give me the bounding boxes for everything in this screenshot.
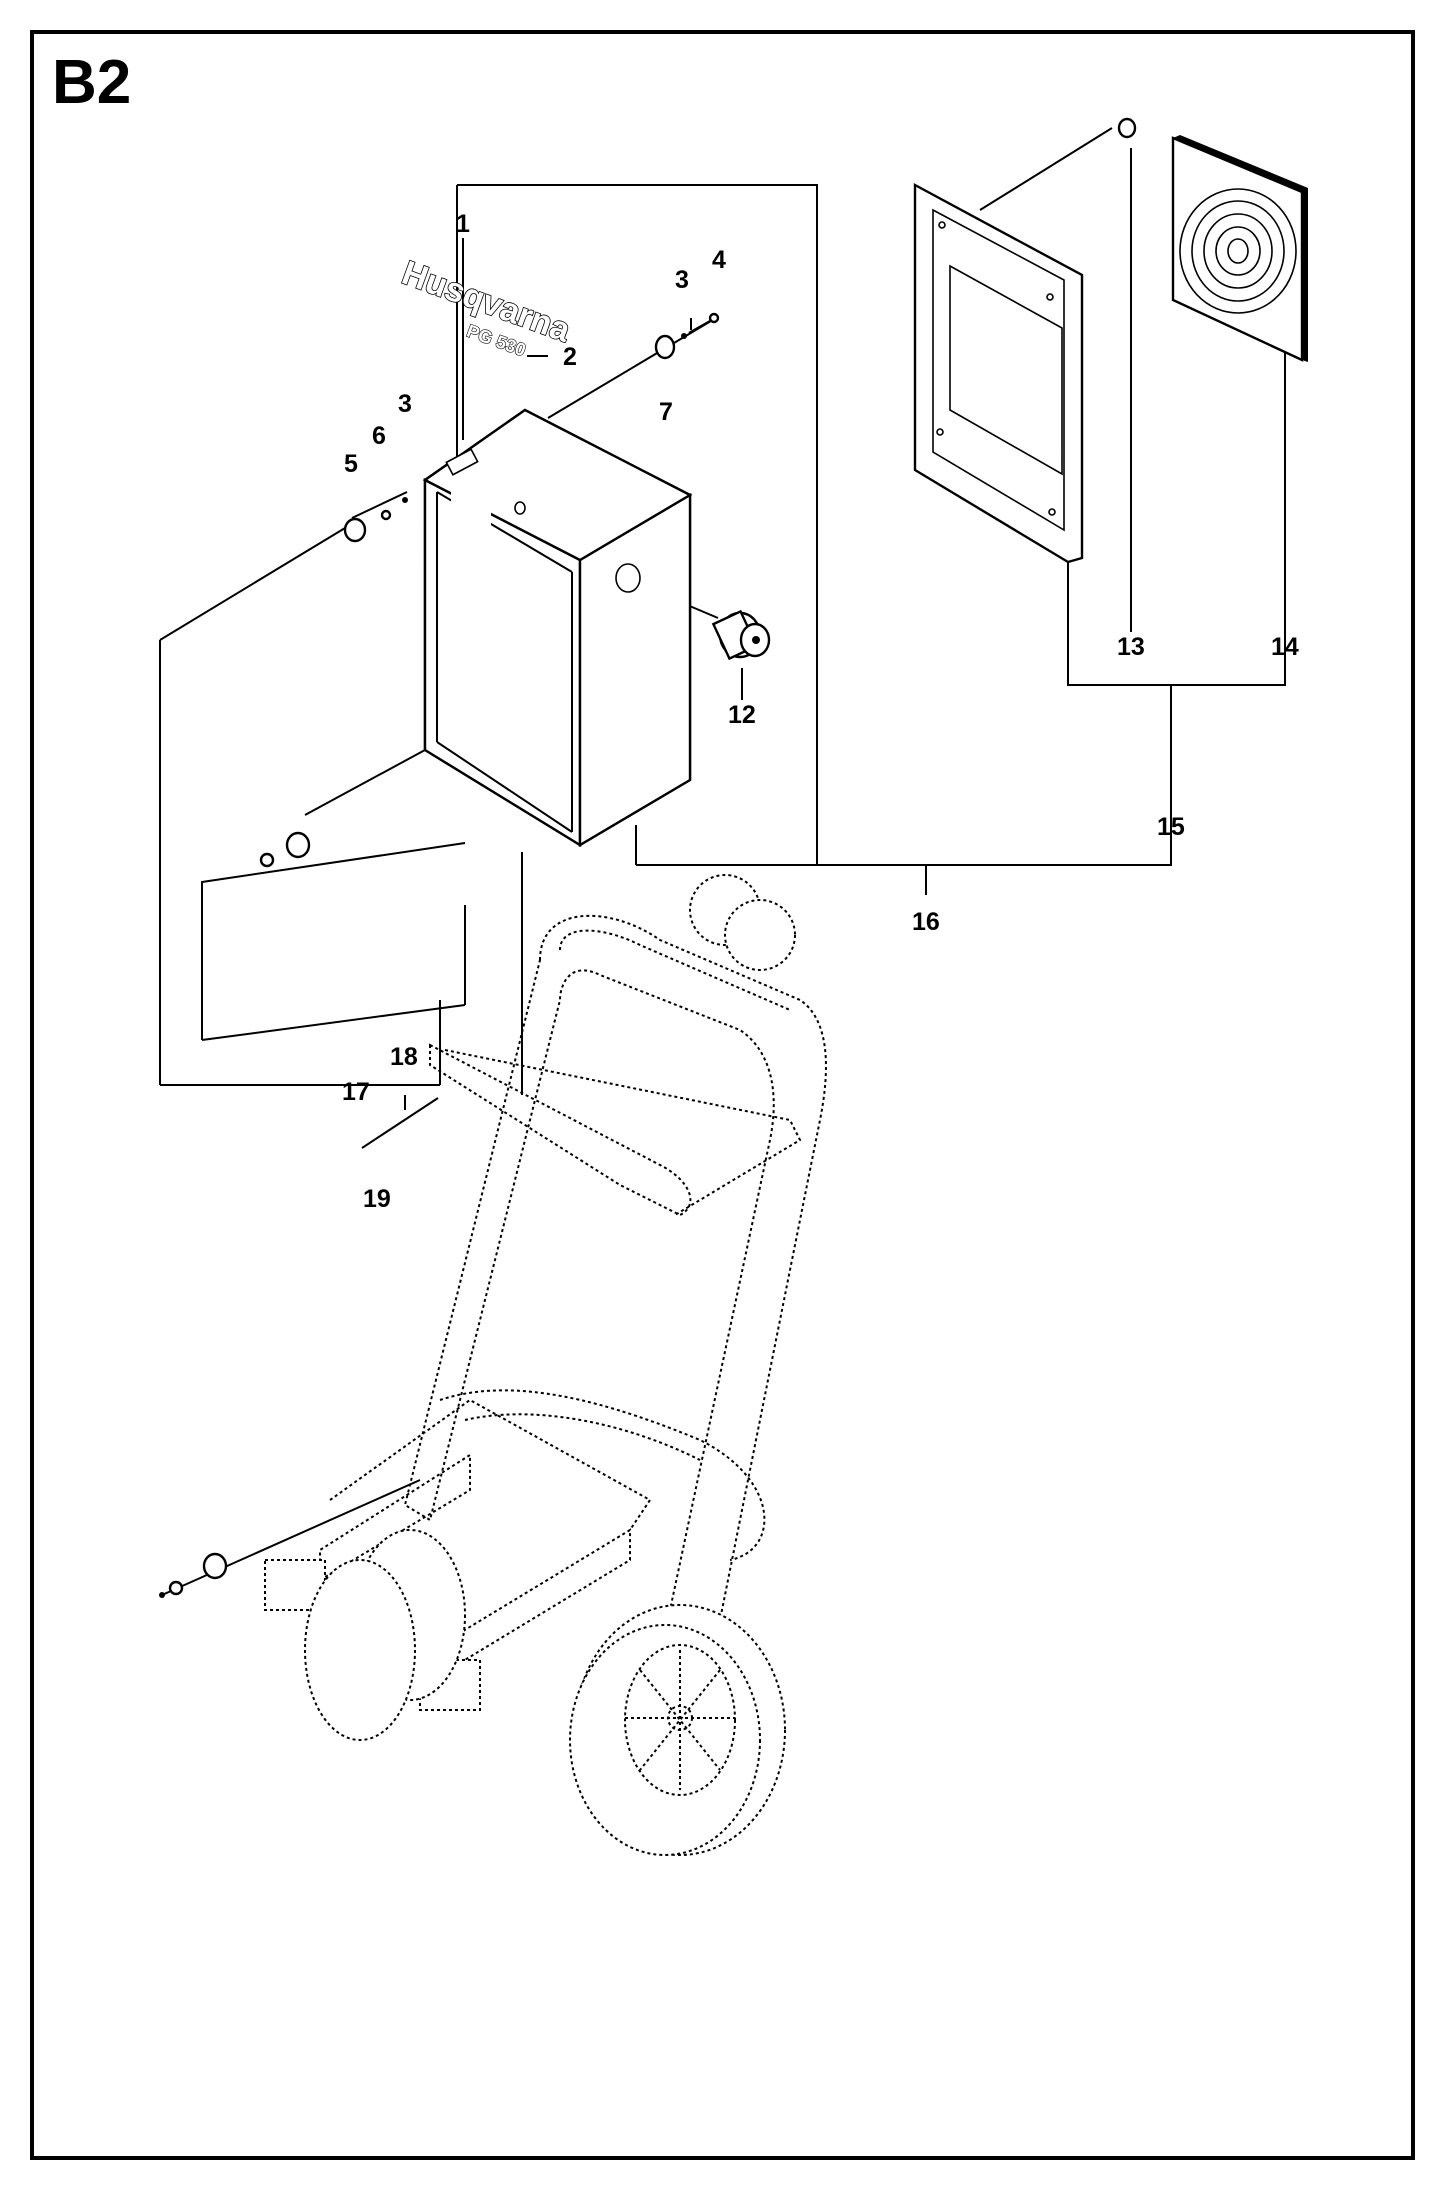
callout-17: 17	[342, 1078, 370, 1106]
callout-18: 18	[390, 1043, 418, 1071]
callout-14: 14	[1271, 633, 1299, 661]
callout-16: 16	[912, 908, 940, 936]
callout-19: 19	[363, 1185, 391, 1213]
door-frame	[913, 182, 1084, 564]
callout-labels: 1 2 3 4 3 5 6 7 12 13 14 15 16 17 18 19	[342, 210, 1299, 1213]
callout-2: 2	[563, 343, 577, 371]
callout-13: 13	[1117, 633, 1145, 661]
brand-decal: Husqvarna PG 530	[396, 253, 577, 361]
control-box	[422, 408, 693, 848]
callout-1: 1	[456, 210, 470, 238]
trolley-frame	[159, 874, 827, 1856]
callout-5: 5	[344, 450, 358, 478]
callout-4: 4	[712, 246, 726, 274]
callout-3-left: 3	[398, 390, 412, 418]
callout-6: 6	[372, 422, 386, 450]
callout-12: 12	[728, 701, 756, 729]
callout-15: 15	[1157, 813, 1185, 841]
callout-7: 7	[659, 398, 673, 426]
page-frame	[30, 30, 1415, 2160]
callout-3-top: 3	[675, 266, 689, 294]
page-title: B2	[52, 48, 132, 117]
fan-grille	[1117, 117, 1308, 362]
fasteners-top	[259, 312, 720, 868]
leader-lines	[159, 127, 1286, 1596]
power-plug	[711, 609, 771, 661]
